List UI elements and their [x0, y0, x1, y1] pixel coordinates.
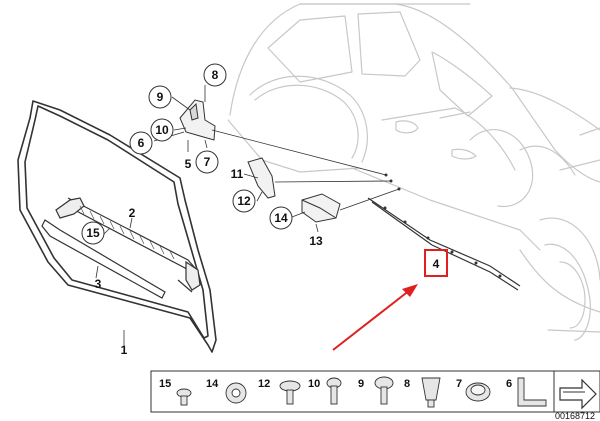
callout-8: 8	[203, 63, 227, 87]
window-channel	[41, 197, 201, 299]
label-11: 11	[231, 167, 244, 181]
window-channel-hatching	[79, 205, 175, 260]
leader-end-dots	[384, 173, 401, 191]
vehicle-outline	[227, 3, 600, 341]
callout-12: 12	[232, 189, 256, 213]
legend-label-8: 8	[404, 378, 410, 390]
callout-6: 6	[129, 131, 153, 155]
label-1: 1	[121, 343, 128, 357]
fastener-7-icon	[465, 382, 491, 402]
callout-10: 10	[150, 118, 174, 142]
fastener-12-icon	[279, 380, 301, 405]
callout-7-text: 7	[204, 155, 211, 169]
fastener-legend: 15 14 12 10 9 8	[150, 370, 600, 413]
leader-lines	[95, 96, 400, 345]
legend-label-12: 12	[258, 378, 270, 390]
legend-label-9: 9	[358, 378, 364, 390]
hinge-bracket	[179, 99, 216, 141]
callout-9: 9	[148, 85, 172, 109]
callout-8-text: 8	[212, 68, 219, 82]
connector-block	[301, 193, 341, 223]
callout-15: 15	[81, 221, 105, 245]
label-3: 3	[95, 277, 102, 291]
callout-14-text: 14	[274, 211, 288, 225]
callout-6-text: 6	[138, 136, 145, 150]
label-2: 2	[129, 206, 136, 220]
fastener-9-icon	[374, 376, 394, 405]
sill-trim-clips	[383, 206, 502, 278]
callout-12-text: 12	[237, 194, 251, 208]
callout-10-text: 10	[155, 123, 169, 137]
label-4: 4	[433, 257, 440, 271]
callout-7: 7	[195, 150, 219, 174]
door-seal-frame	[17, 100, 217, 353]
fastener-14-icon	[225, 382, 247, 404]
legend-label-10: 10	[308, 378, 320, 390]
fastener-6-icon	[517, 377, 547, 407]
label-13: 13	[309, 234, 323, 248]
fastener-15-icon	[176, 388, 192, 406]
reference-number: 00168712	[555, 411, 595, 421]
fastener-8-icon	[421, 377, 441, 408]
fastener-10-icon	[326, 377, 342, 405]
legend-label-14: 14	[206, 378, 219, 390]
sill-trim-strip	[367, 197, 521, 291]
legend-label-15: 15	[159, 378, 171, 390]
legend-label-6: 6	[506, 378, 512, 390]
callout-14: 14	[269, 206, 293, 230]
next-arrow-icon[interactable]	[559, 378, 597, 410]
red-arrow	[332, 284, 418, 351]
highlight-box-4	[424, 249, 448, 277]
callout-9-text: 9	[157, 90, 164, 104]
clip-bracket	[247, 157, 276, 199]
callout-15-text: 15	[86, 226, 100, 240]
label-5: 5	[185, 157, 192, 171]
legend-label-7: 7	[456, 378, 462, 390]
